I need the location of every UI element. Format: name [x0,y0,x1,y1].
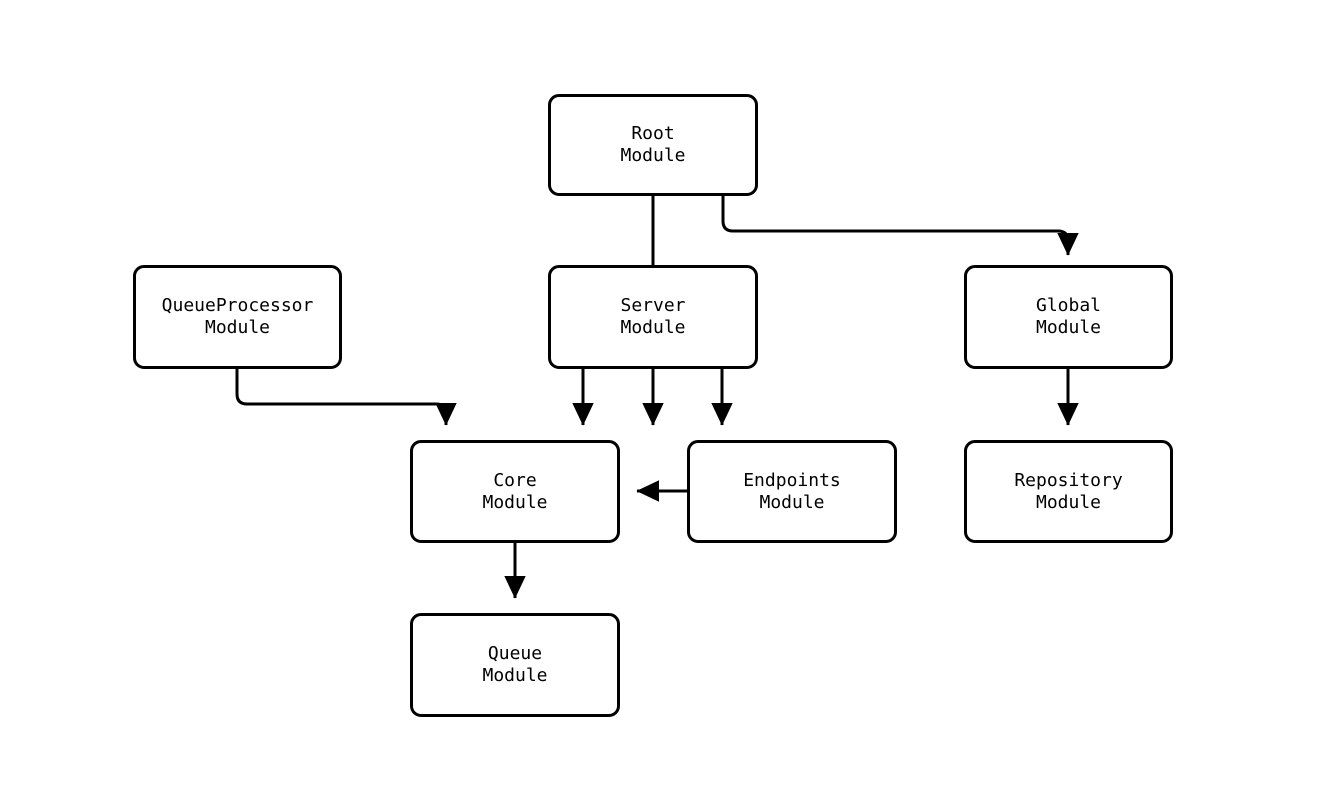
node-global[interactable]: Global Module [964,265,1173,369]
node-queue-subtitle: Module [482,665,548,686]
node-endpoints-subtitle: Module [759,491,825,513]
node-queue-title: Queue [487,643,543,664]
node-server[interactable]: Server Module [548,265,758,369]
node-endpoints[interactable]: Endpoints Module [687,440,897,543]
node-repository-subtitle: Module [1035,491,1102,513]
node-queue[interactable]: Queue Module [410,613,620,717]
node-repository-title: Repository [1014,469,1123,491]
node-repository[interactable]: Repository Module [964,440,1173,543]
node-global-subtitle: Module [1035,317,1102,338]
node-endpoints-title: Endpoints [743,469,841,491]
node-global-title: Global [1035,295,1102,316]
node-queueprocessor-title: QueueProcessor [161,295,314,316]
edge-queueprocessor-core [235,369,457,426]
node-queueprocessor-subtitle: Module [204,317,271,338]
node-queueprocessor[interactable]: QueueProcessor Module [133,265,342,369]
node-server-title: Server [620,295,686,316]
edge-root-global [721,196,1079,256]
node-core[interactable]: Core Module [410,440,620,543]
node-root[interactable]: Root Module [548,94,758,196]
node-core-title: Core [493,469,537,491]
node-core-subtitle: Module [482,491,548,513]
node-server-subtitle: Module [620,317,686,338]
node-root-title: Root [631,123,675,144]
node-root-subtitle: Module [620,145,686,166]
